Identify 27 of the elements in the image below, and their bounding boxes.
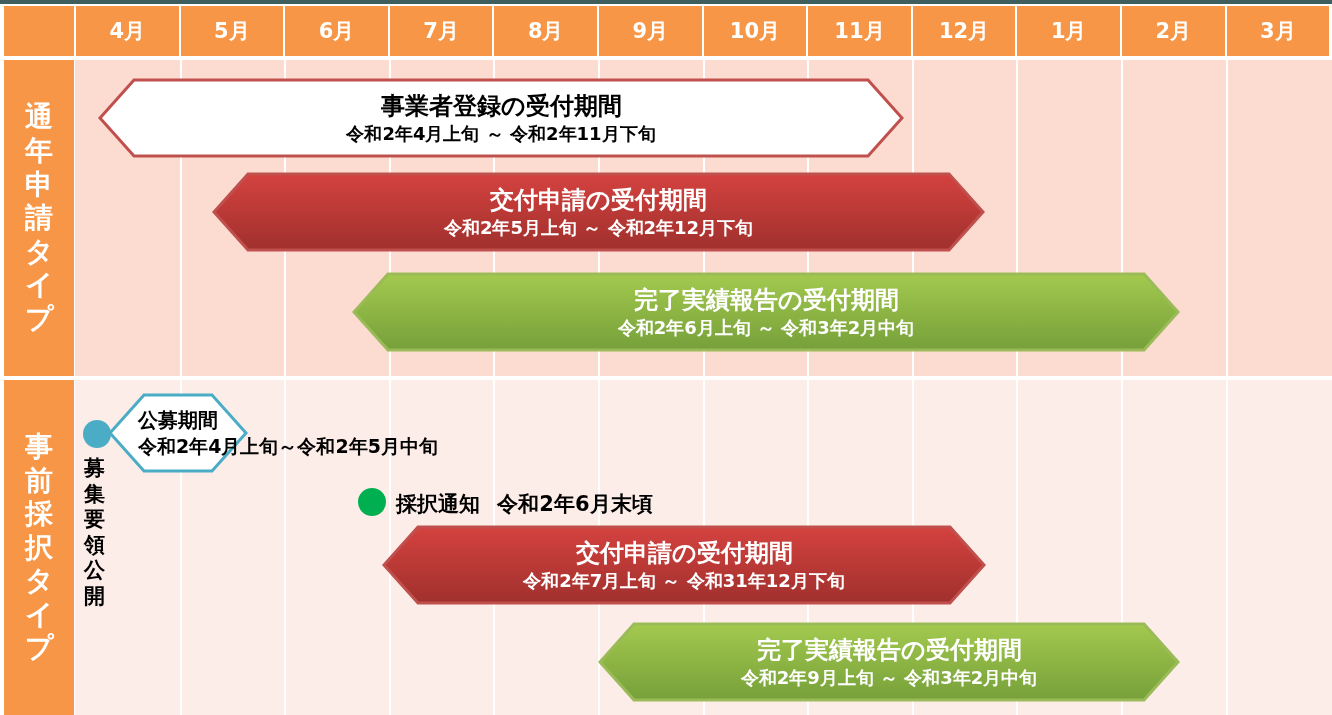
month-header: 11月	[808, 6, 911, 56]
month-header: 6月	[285, 6, 388, 56]
month-header: 9月	[599, 6, 702, 56]
milestone-label: 採択通知 令和2年6月末頃	[396, 491, 653, 518]
month-header: 7月	[389, 6, 493, 56]
date-range: 令和2年4月上旬 ～ 令和2年11月下旬	[346, 122, 656, 146]
month-header: 1月	[1017, 6, 1120, 56]
bar-title: 事業者登録の受付期間	[380, 91, 622, 122]
bar-title: 公募期間	[138, 406, 218, 434]
month-header: 12月	[912, 6, 1016, 56]
bar-title: 交付申請の受付期間	[490, 185, 707, 216]
month-header: 8月	[494, 6, 597, 56]
month-header: 4月	[76, 6, 179, 56]
date-range: 令和2年6月上旬 ～ 令和3年2月中旬	[617, 316, 915, 340]
month-header: 5月	[180, 6, 284, 56]
bar-title: 交付申請の受付期間	[575, 538, 793, 569]
milestone-label: 募集要領公開	[84, 456, 105, 610]
bar-title: 完了実績報告の受付期間	[633, 285, 899, 316]
date-range: 令和2年7月上旬 ～ 令和31年12月下旬	[523, 569, 845, 593]
date-range: 令和2年5月上旬 ～ 令和2年12月下旬	[443, 216, 754, 240]
row-header: 通年申請タイプ	[4, 60, 74, 376]
month-header: 3月	[1226, 6, 1330, 56]
bar-title: 完了実績報告の受付期間	[756, 635, 1022, 666]
date-range: 令和2年9月上旬 ～ 令和3年2月中旬	[740, 666, 1038, 690]
month-header: 2月	[1122, 6, 1225, 56]
month-header: 10月	[703, 6, 807, 56]
row-header: 事前採択タイプ	[4, 380, 74, 715]
